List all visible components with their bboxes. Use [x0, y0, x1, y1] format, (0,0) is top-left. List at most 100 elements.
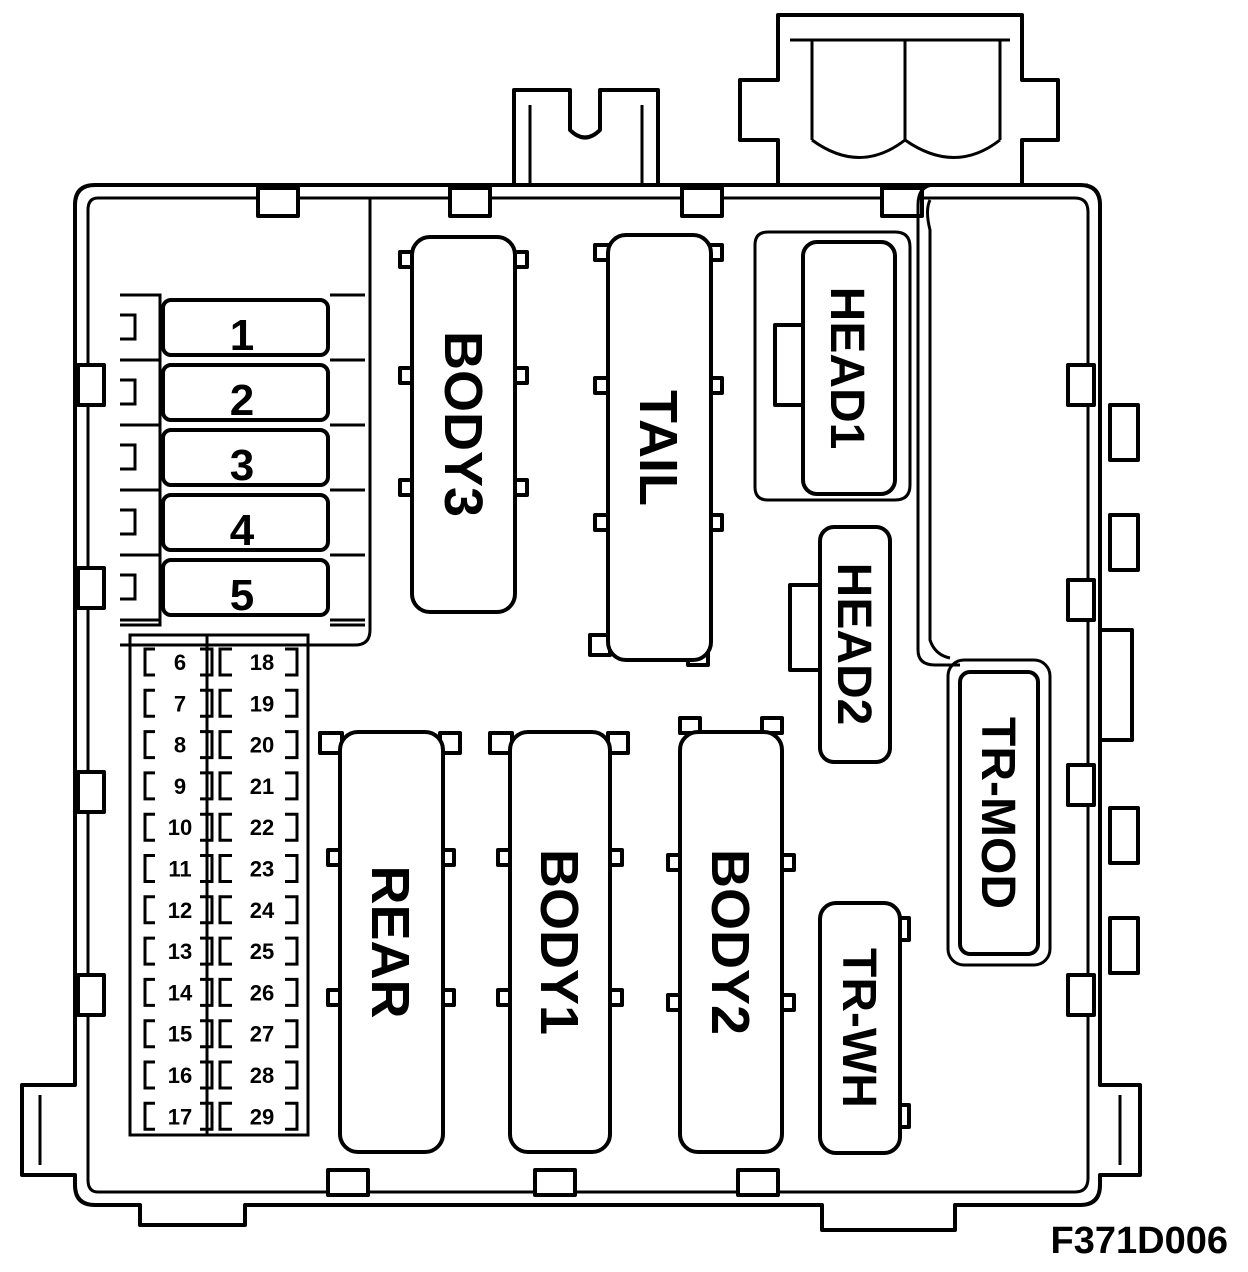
mini-fuse-clip	[218, 812, 232, 842]
mini-fuse-clip	[143, 1060, 155, 1090]
mini-fuse-clip	[143, 771, 155, 801]
mini-fuse-clip	[200, 688, 214, 718]
maxi-fuse-label: 5	[230, 571, 254, 620]
mini-fuse-clip	[285, 688, 299, 718]
relay-rear: REAR	[318, 730, 462, 1154]
mini-fuse-clip	[218, 854, 232, 883]
fuse-box-housing	[20, 13, 1142, 1232]
maxi-fuse-3: 3	[161, 428, 330, 490]
mini-fuse-clip	[285, 812, 299, 842]
relay-label: TAIL	[628, 390, 688, 506]
mini-fuse-clip	[200, 730, 214, 760]
relay-label: HEAD1	[820, 287, 873, 450]
mini-fuse-clip	[143, 688, 155, 718]
mini-fuse-18: 18	[250, 650, 274, 675]
mini-fuse-clip	[200, 895, 214, 925]
maxi-pin	[120, 313, 137, 341]
mini-fuse-clip	[200, 977, 214, 1007]
mini-fuse-16: 16	[168, 1063, 192, 1088]
maxi-fuse-2: 2	[161, 363, 330, 425]
mini-fuse-clip	[200, 647, 214, 677]
mini-fuse-19: 19	[250, 691, 274, 716]
relay-tr-mod: TR-MOD	[946, 658, 1052, 967]
relay-label: TR-WH	[832, 948, 885, 1108]
mini-fuse-23: 23	[250, 857, 274, 882]
mini-fuse-29: 29	[250, 1104, 274, 1129]
mini-fuse-27: 27	[250, 1022, 274, 1047]
mini-fuse-clip	[200, 812, 214, 842]
relay-label: TR-MOD	[971, 717, 1024, 909]
mini-fuse-clip	[285, 977, 299, 1007]
mini-fuse-clip	[285, 854, 299, 883]
maxi-pin	[120, 378, 137, 406]
mini-fuse-clip	[200, 1101, 214, 1131]
mini-fuse-clip	[218, 771, 232, 801]
mini-fuse-clip	[143, 730, 155, 760]
relay-tr-wh: TR-WH	[818, 901, 911, 1155]
mini-fuse-clip	[218, 1060, 232, 1090]
maxi-fuse-label: 4	[230, 506, 255, 555]
maxi-fuse-label: 3	[230, 441, 254, 490]
maxi-fuse-block: 1 2 3 4 5	[120, 293, 365, 627]
mini-fuse-clip	[285, 936, 299, 966]
figure-code: F371D006	[1051, 1220, 1228, 1262]
mini-fuse-clip	[200, 854, 214, 883]
relay-head2: HEAD2	[788, 525, 892, 764]
mini-fuse-22: 22	[250, 815, 274, 840]
relay-label: REAR	[360, 865, 420, 1018]
mini-fuse-9: 9	[174, 774, 186, 799]
mini-fuse-clip	[218, 977, 232, 1007]
relay-tail: TAIL	[588, 233, 724, 667]
mini-fuse-clip	[218, 1019, 232, 1049]
relay-label: BODY2	[700, 849, 760, 1035]
maxi-fuse-label: 2	[230, 376, 254, 425]
mini-fuse-6: 6	[174, 650, 186, 675]
mini-fuse-17: 17	[168, 1104, 192, 1129]
mini-fuse-clip	[285, 730, 299, 760]
mini-fuse-21: 21	[250, 774, 274, 799]
mini-fuse-14: 14	[168, 980, 193, 1005]
relay-body3: BODY3	[398, 235, 529, 614]
mini-fuse-clip	[200, 936, 214, 966]
mini-fuse-clip	[285, 1101, 299, 1131]
mini-fuse-clip	[218, 730, 232, 760]
maxi-fuse-1: 1	[161, 298, 330, 360]
mini-fuse-clip	[200, 771, 214, 801]
mini-fuse-clip	[200, 1060, 214, 1090]
mini-fuse-clip	[285, 895, 299, 925]
mini-fuse-clip	[143, 977, 155, 1007]
maxi-pin	[120, 508, 137, 536]
mini-fuse-clip	[143, 936, 155, 966]
mini-fuse-12: 12	[168, 898, 192, 923]
mini-fuse-11: 11	[168, 857, 191, 882]
relay-head1: HEAD1	[753, 230, 912, 502]
relay-label: BODY3	[433, 331, 493, 517]
mini-fuse-clip	[218, 936, 232, 966]
mini-fuse-15: 15	[168, 1022, 192, 1047]
mini-fuse-26: 26	[250, 980, 274, 1005]
mini-fuse-8: 8	[174, 733, 186, 758]
mini-fuse-25: 25	[250, 939, 274, 964]
maxi-fuse-4: 4	[161, 493, 330, 555]
mini-fuse-clip	[200, 1019, 214, 1049]
relay-body1: BODY1	[488, 730, 630, 1154]
mini-fuse-clip	[143, 854, 155, 883]
mini-fuse-clip	[143, 895, 155, 925]
mini-fuse-clip	[143, 1101, 155, 1131]
mini-fuse-clip	[285, 771, 299, 801]
mini-fuse-20: 20	[250, 733, 274, 758]
mini-fuse-28: 28	[250, 1063, 274, 1088]
maxi-pin	[120, 573, 137, 601]
mini-fuse-clip	[143, 812, 155, 842]
relay-body2: BODY2	[666, 716, 796, 1154]
mini-fuse-clip	[218, 647, 232, 677]
maxi-fuse-5: 5	[161, 558, 330, 620]
mini-fuse-clip	[143, 647, 155, 677]
mini-fuse-clip	[285, 1019, 299, 1049]
mini-fuse-7: 7	[174, 691, 186, 716]
mini-fuse-10: 10	[168, 815, 192, 840]
mini-fuse-24: 24	[250, 898, 275, 923]
mini-fuse-clip	[285, 647, 299, 677]
relay-label: BODY1	[529, 849, 589, 1035]
